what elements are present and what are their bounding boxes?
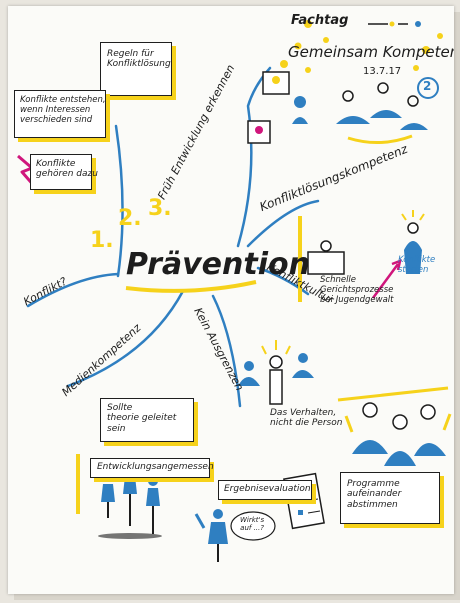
note-gehoeren: Konflikte gehören dazu: [36, 159, 98, 180]
number-1: 1.: [90, 228, 114, 253]
flipchart-sheet: Fachtag Gemeinsam Kompetent? 13.7.17 2 P…: [8, 6, 454, 594]
note-box-entwicklung: Entwicklungsangemessen: [90, 458, 214, 478]
page-title: Gemeinsam Kompetent?: [288, 43, 454, 61]
note-sollte: Sollte theorie geleitet sein: [107, 403, 177, 434]
date-label: 13.7.17: [363, 66, 402, 77]
number-2: 2.: [118, 206, 142, 231]
note-verhalten: Das Verhalten, nicht die Person: [270, 408, 343, 429]
note-box-sollte: Sollte theorie geleitet sein: [100, 398, 194, 442]
note-entstehen: Konflikte entstehen, wenn Interessen ver…: [20, 95, 106, 125]
event-label: Fachtag: [291, 13, 349, 28]
note-box-entstehen: Konflikte entstehen, wenn Interessen ver…: [14, 90, 106, 138]
note-konflikte-starten: Konflikte starten: [398, 255, 436, 275]
note-box-programme: Programme aufeinander abstimmen: [340, 472, 440, 524]
note-programme: Programme aufeinander abstimmen: [347, 479, 402, 510]
sketchnote-drawings: [17, 20, 452, 562]
note-regeln: Regeln für Konfliktlösung: [107, 49, 171, 70]
cheering-people-icon: [344, 402, 452, 466]
mindmap-branches: [26, 66, 320, 408]
note-box-gehoeren: Konflikte gehören dazu: [30, 154, 98, 190]
speech-bubble-text: Wirkt's auf ...?: [240, 516, 265, 533]
note-ergebnis: Ergebnisevaluation: [224, 484, 311, 494]
center-title: Prävention: [126, 247, 310, 282]
podium-figure-icon: [307, 210, 425, 299]
group-figures-icon: [238, 340, 314, 405]
lightning-icon: [17, 154, 38, 189]
header-dots: [280, 20, 443, 99]
note-schnelle: Schnelle Gerichtsprozesse bei Jugendgewa…: [320, 275, 394, 305]
number-3: 3.: [148, 196, 172, 221]
meeting-people-icon: [247, 71, 428, 145]
note-box-regeln: Regeln für Konfliktlösung: [100, 42, 172, 96]
note-box-ergebnis: Ergebnisevaluation: [218, 480, 312, 500]
page-number: 2: [423, 79, 432, 93]
note-entwicklung: Entwicklungsangemessen: [97, 462, 214, 472]
thinking-figure-icon: [194, 509, 276, 562]
